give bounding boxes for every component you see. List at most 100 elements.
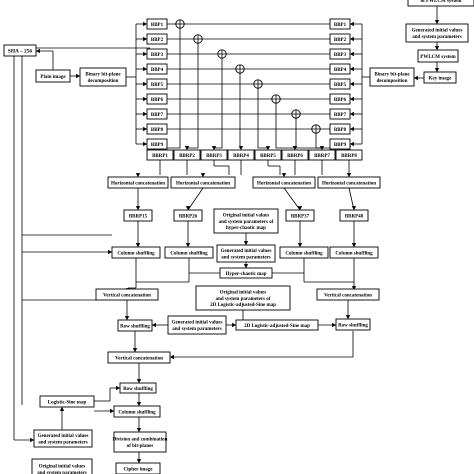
gen-params-top-box-label-2: and system parameters [412, 35, 461, 40]
bbrp-3: BBRP3 [200, 149, 228, 161]
logistic-sine-box: Logistic-Sine map [39, 395, 95, 408]
xor-icon [291, 109, 301, 119]
bbp-right-5: BBP5 [329, 78, 351, 90]
bbp-left-1: BBP1 [146, 18, 168, 30]
map-2dlas-box-label: 2D Logistic-adjusted-Sine map [244, 324, 310, 329]
bbp-right-4-label: BBP4 [334, 68, 347, 73]
mid-bbrp-26: BBRP26 [173, 209, 203, 222]
xor-icon [311, 124, 321, 134]
vconcat-left-box: Vertical concatenation [95, 288, 159, 301]
bbrp-6: BBRP6 [281, 149, 309, 161]
mid-bbrp-48-label: BBRP48 [345, 214, 364, 219]
sha-256-box-label: SHA – 256 [8, 48, 33, 54]
hconcat-2: Horizontal concatenation [170, 176, 236, 189]
bbp-right-7: BBP7 [329, 108, 351, 120]
col-shuffle-bottom-box-label: Column shuffling [118, 410, 156, 415]
bbp-left-6-label: BBP6 [151, 98, 164, 103]
hconcat-1-label: Horizontal concatenation [111, 181, 165, 186]
gen-params-mid-box-label-2: and system parameters [221, 255, 270, 260]
orig-2dlas-box-label-3: 2D Logistic-adjusted-Sine map [210, 303, 276, 308]
orig-bottom-box-label-2: and system parameters [37, 471, 86, 474]
gen-params-mid2-box-label-1: Generated initial values [172, 321, 223, 326]
bbp-left-4-label: BBP4 [151, 68, 164, 73]
cipher-box-label: Cipher image [124, 467, 154, 472]
bbrp-5-label: BBRP5 [260, 154, 276, 159]
mid-bbrp-37-label: BBRP37 [291, 214, 310, 219]
bbp-right-8: BBP8 [329, 123, 351, 135]
col-shuffle-4-label: Column shuffling [335, 251, 373, 256]
hconcat-4-label: Horizontal concatenation [322, 181, 376, 186]
bbrp-2-label: BBRP2 [179, 154, 195, 159]
map-2dlas-box: 2D Logistic-adjusted-Sine map [235, 319, 319, 331]
xor-icon [217, 49, 227, 59]
bbrp-2: BBRP2 [173, 149, 201, 161]
gen-params-bottom-box-label-2: and system parameters [38, 440, 87, 445]
bbrp-3-label: BBRP3 [206, 154, 222, 159]
bbp-left-1-label: BBP1 [151, 23, 164, 28]
gen-params-bottom-box-label-1: Generated initial values [38, 434, 89, 439]
bbp-left-7: BBP7 [146, 108, 168, 120]
orig-hyper-box-label-3: hyper-chaotic map [226, 226, 266, 231]
bbp-left-7-label: BBP7 [151, 113, 164, 118]
hconcat-3-label: Horizontal concatenation [257, 181, 311, 186]
sha-256-box: SHA – 256 [3, 44, 37, 57]
xor-icon [193, 34, 203, 44]
bitplane-left-box-label-2: decomposition [88, 79, 119, 84]
col-shuffle-4: Column shuffling [329, 246, 379, 259]
bbp-right-7-label: BBP7 [334, 113, 347, 118]
xor-icon [235, 64, 245, 74]
hconcat-4: Horizontal concatenation [317, 176, 381, 189]
bbp-left-2: BBP2 [146, 33, 168, 45]
vconcat-left-box-label: Vertical concatenation [103, 293, 151, 298]
bbrp-5: BBRP5 [254, 149, 282, 161]
col-shuffle-2: Column shuffling [164, 246, 214, 259]
bbrp-6-label: BBRP6 [287, 154, 303, 159]
col-shuffle-1-label: Column shuffling [117, 251, 155, 256]
row-shuffle-right-box: Row shuffling [335, 318, 371, 331]
bbp-right-3: BBP3 [329, 48, 351, 60]
bbrp-8: BBRP8 [335, 149, 363, 161]
mid-bbrp-15-label: BBRP15 [129, 214, 148, 219]
hyper-map-box-label: Hyper-chaotic map [225, 272, 266, 277]
bbrp-7: BBRP7 [308, 149, 336, 161]
key-image-box: Key image [423, 71, 457, 84]
row-shuffle-right-box-label: Row shuffling [338, 323, 368, 328]
division-box-label-1: Division and combination [113, 438, 168, 443]
bbp-right-6: BBP6 [329, 93, 351, 105]
bitplane-right-box-label-1: Binary bit-plane [374, 73, 410, 78]
hconcat-3: Horizontal concatenation [252, 176, 316, 189]
bitplane-left-box-label-1: Binary bit-plane [85, 73, 121, 78]
plain-image-box: Plain image [35, 69, 71, 83]
bbp-left-2-label: BBP2 [151, 38, 164, 43]
plain-image-box-label: Plain image [40, 75, 66, 80]
bbp-right-6-label: BBP6 [334, 98, 347, 103]
mid-bbrp-15: BBRP15 [123, 209, 153, 222]
xor-icon [175, 19, 185, 29]
bbp-left-8: BBP8 [146, 123, 168, 135]
bbrp-4-label: BBRP4 [233, 154, 249, 159]
pwlcm-source-box: of PWLCM system [407, 0, 474, 7]
bbp-right-9-label: BBP9 [334, 143, 347, 148]
bbrp-1: BBRP1 [146, 149, 174, 161]
bitplane-right-box-label-2: decomposition [377, 79, 408, 84]
col-shuffle-2-label: Column shuffling [170, 251, 208, 256]
mid-bbrp-48: BBRP48 [339, 209, 369, 222]
bbp-left-9-label: BBP9 [151, 143, 164, 148]
bbrp-4: BBRP4 [227, 149, 255, 161]
col-shuffle-3: Column shuffling [279, 246, 329, 259]
hyper-map-box: Hyper-chaotic map [219, 267, 273, 279]
bbp-left-8-label: BBP8 [151, 128, 164, 133]
row-shuffle-bottom-box-label: Row shuffling [123, 387, 153, 392]
bbp-left-5: BBP5 [146, 78, 168, 90]
bbp-right-5-label: BBP5 [334, 83, 347, 88]
xor-icon [271, 94, 281, 104]
bbp-left-5-label: BBP5 [151, 83, 164, 88]
col-shuffle-3-label: Column shuffling [285, 251, 323, 256]
